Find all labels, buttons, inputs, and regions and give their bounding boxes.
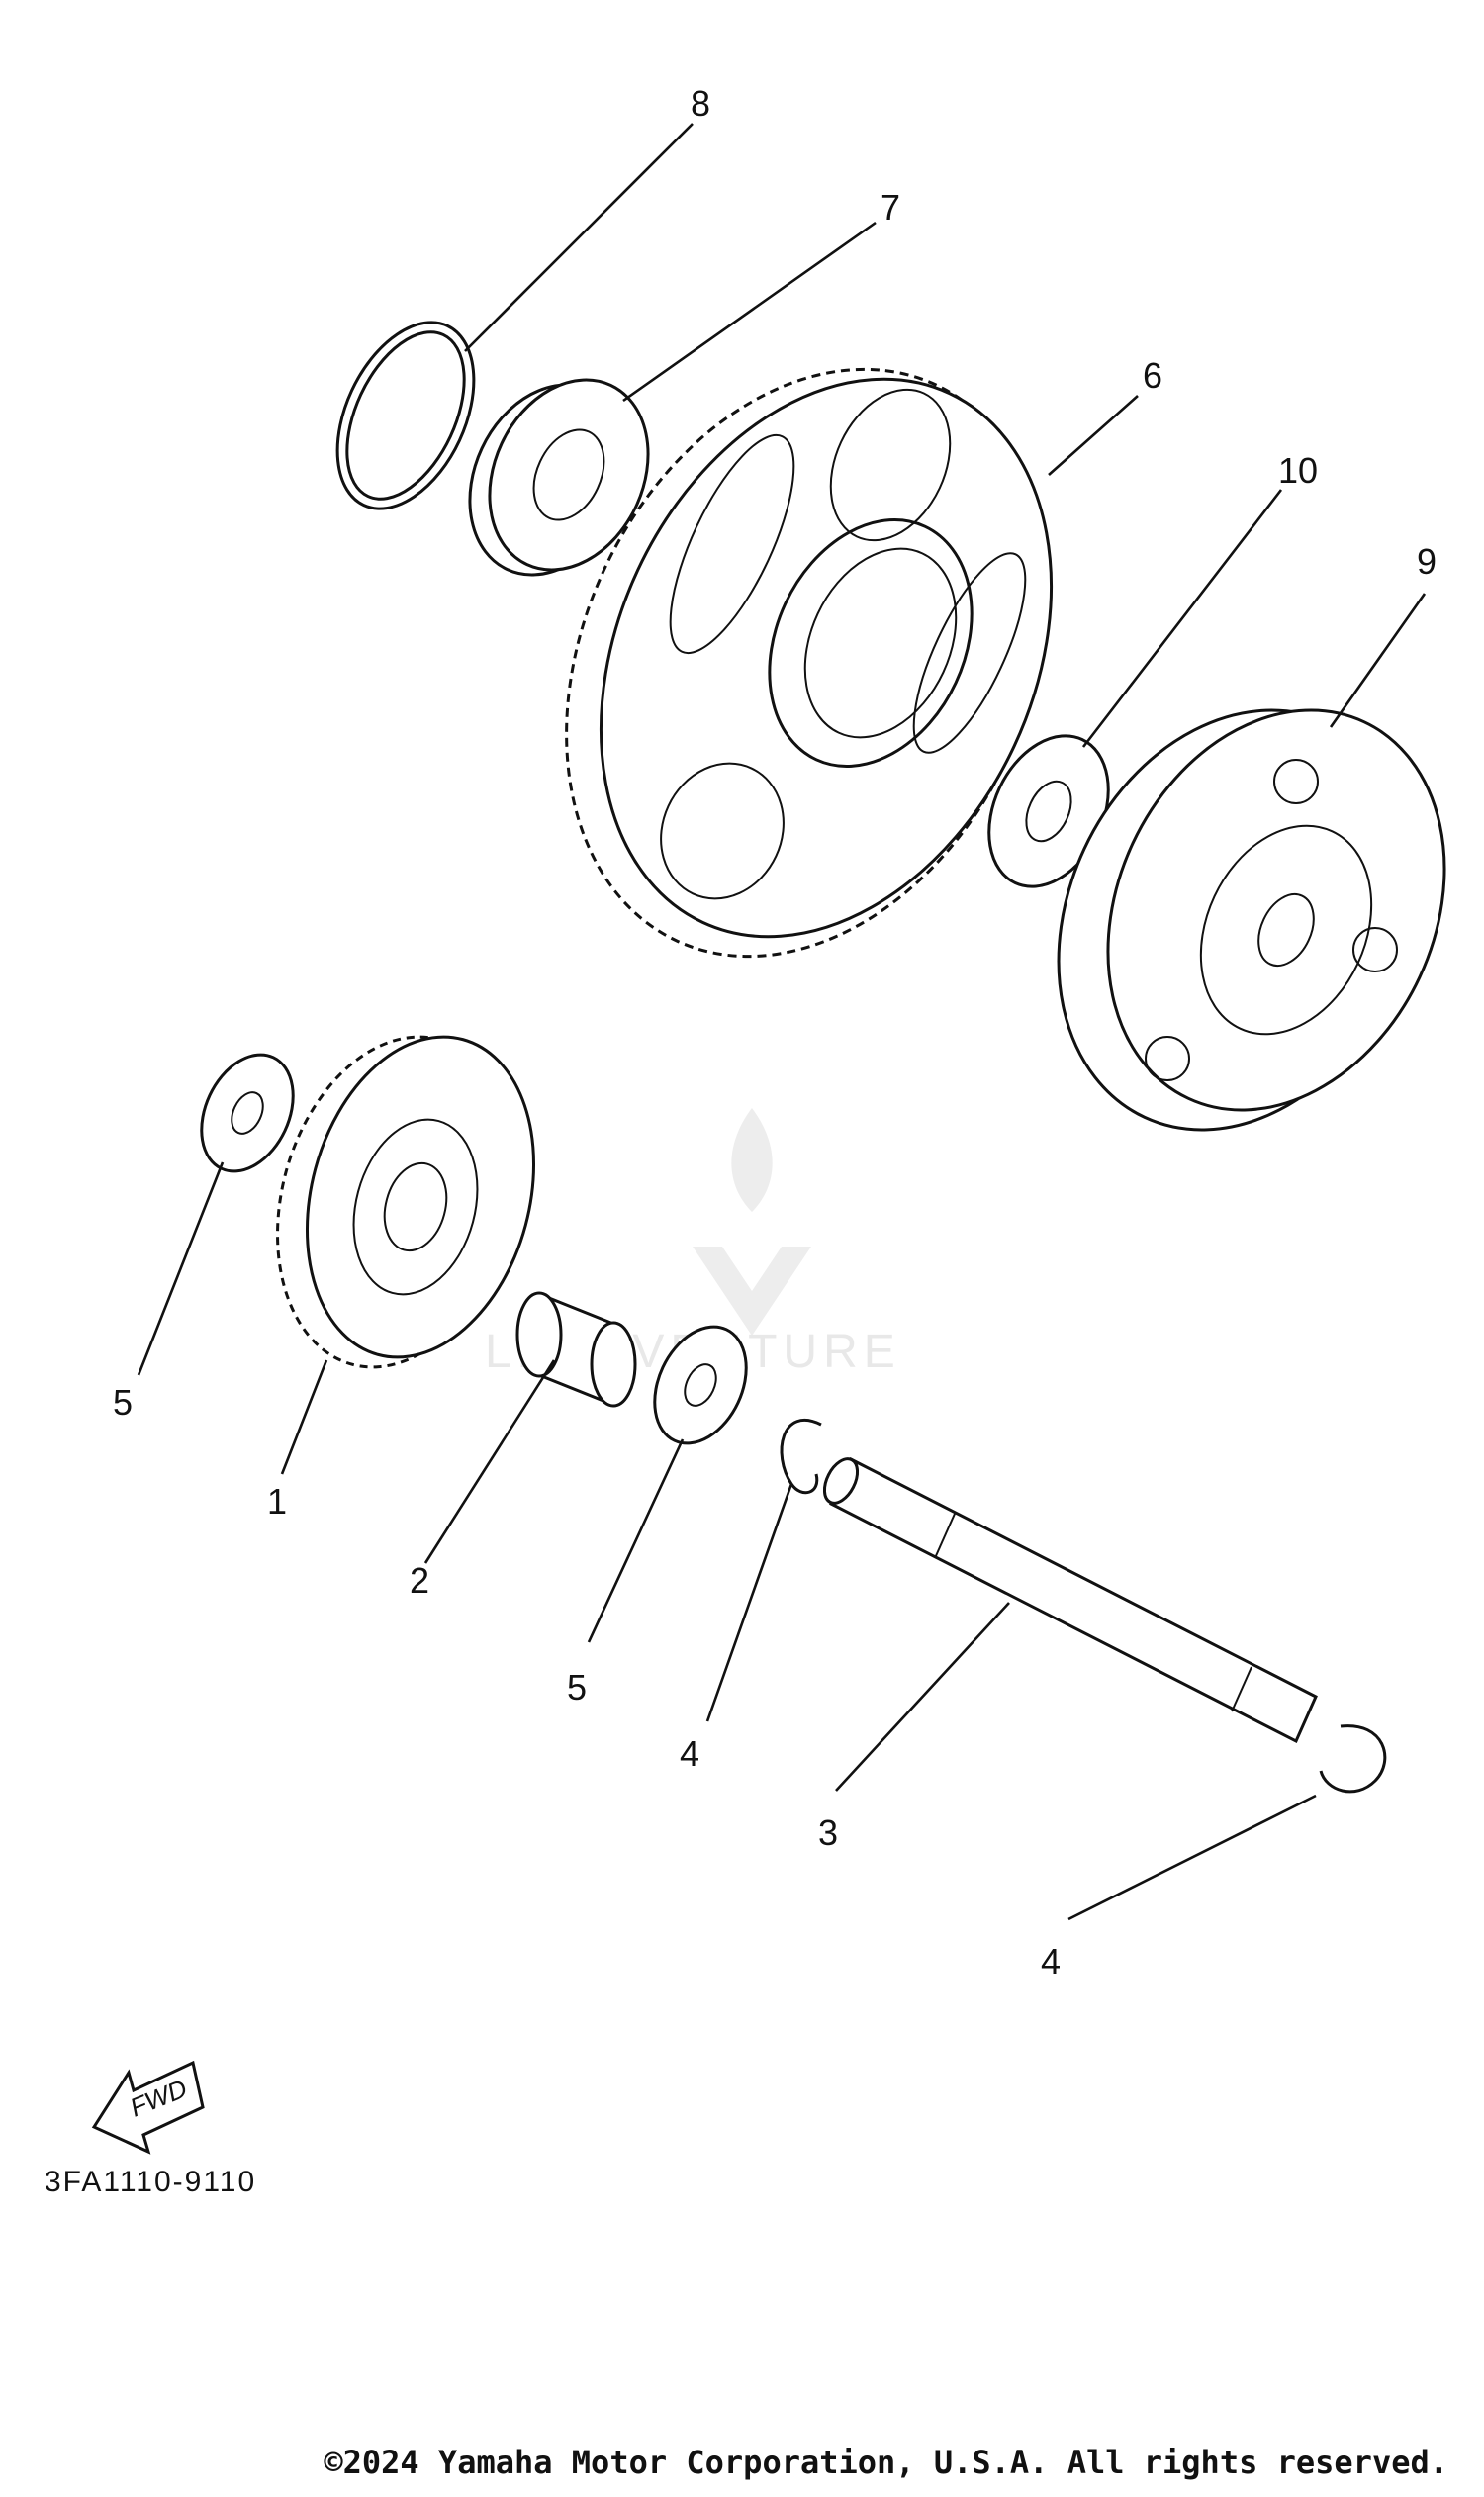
- part-8-circlip[interactable]: [310, 301, 501, 530]
- callout-10: 10: [1278, 450, 1318, 491]
- callout-4-lower: 4: [1041, 1941, 1061, 1982]
- callout-8: 8: [691, 83, 710, 124]
- part-7-bearing[interactable]: [440, 354, 678, 601]
- diagram-code: 3FA1110-9110: [45, 2166, 256, 2198]
- part-4-eclip-lower[interactable]: [1319, 1724, 1387, 1794]
- part-2-collar[interactable]: [515, 1291, 637, 1408]
- fwd-arrow-icon: FWD: [91, 2060, 205, 2155]
- callout-5-lower: 5: [567, 1667, 587, 1708]
- callout-4-upper: 4: [680, 1733, 699, 1774]
- callout-5-upper: 5: [113, 1382, 133, 1423]
- copyright-notice: ©2024 Yamaha Motor Corporation, U.S.A. A…: [324, 2444, 1448, 2481]
- callout-2: 2: [410, 1560, 429, 1601]
- part-6-starter-gear[interactable]: [475, 291, 1138, 1035]
- part-9-starter-clutch[interactable]: [992, 652, 1484, 1188]
- callout-6: 6: [1143, 355, 1162, 396]
- part-10-washer[interactable]: [966, 716, 1131, 905]
- callout-9: 9: [1417, 541, 1437, 582]
- part-5-washer-lower[interactable]: [637, 1312, 765, 1458]
- part-4-eclip-upper[interactable]: [780, 1418, 822, 1495]
- leader-lines: [137, 123, 1427, 1921]
- callout-7: 7: [881, 187, 900, 228]
- callout-3: 3: [818, 1812, 838, 1853]
- part-3-shaft[interactable]: [818, 1453, 1318, 1744]
- callout-1: 1: [267, 1481, 287, 1522]
- part-1-idler-gear[interactable]: [242, 1010, 568, 1394]
- watermark-logo: [693, 1108, 811, 1336]
